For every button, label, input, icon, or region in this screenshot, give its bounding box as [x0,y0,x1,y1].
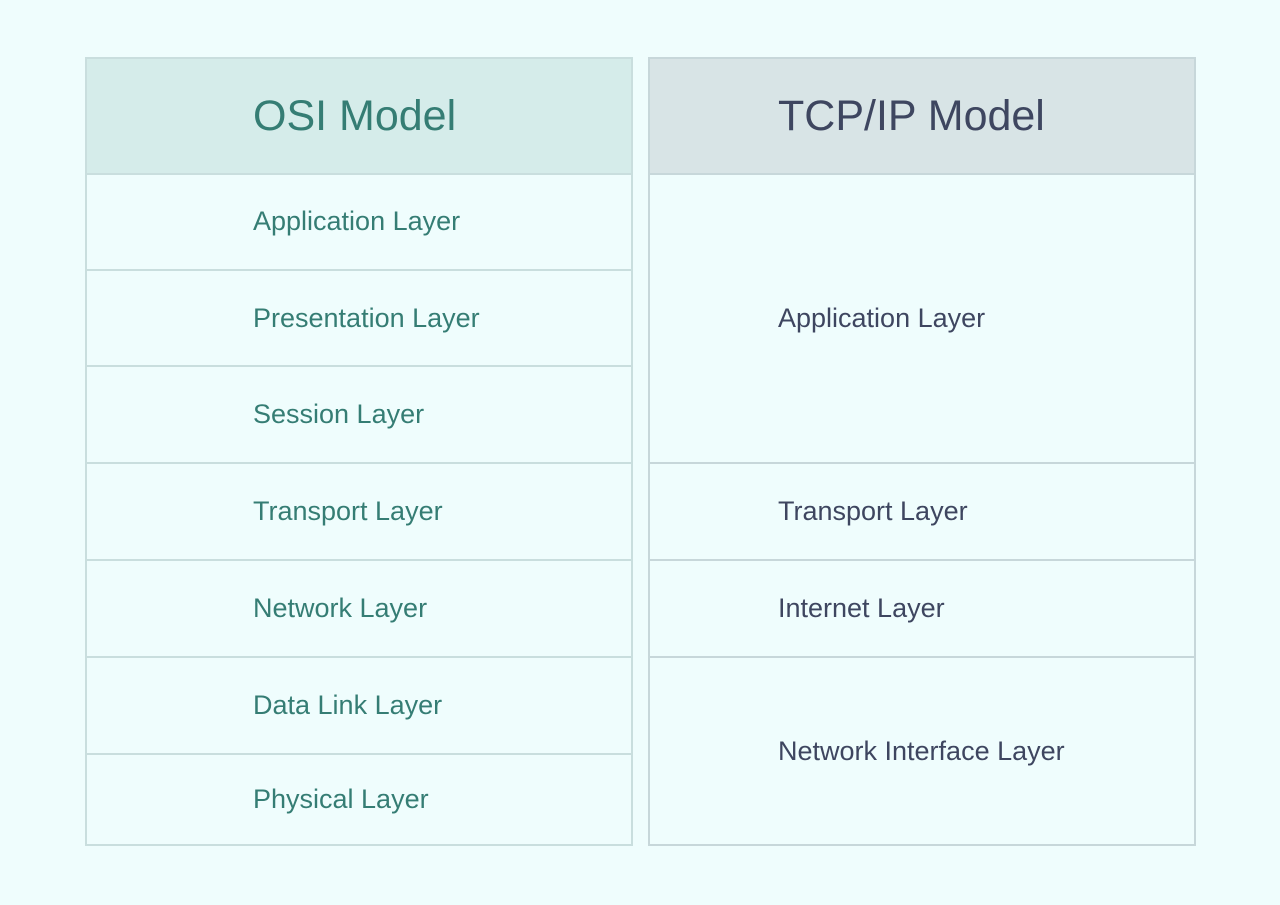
layer-label: Session Layer [253,399,425,429]
tcpip-model-header: TCP/IP Model [650,59,1194,175]
layer-label: Transport Layer [253,496,443,526]
osi-presentation-layer: Presentation Layer [87,271,631,367]
osi-network-layer: Network Layer [87,561,631,658]
osi-model-title: OSI Model [253,91,457,140]
tcpip-model-column: TCP/IP Model Application Layer Transport… [648,57,1196,846]
layer-label: Transport Layer [778,496,968,526]
osi-application-layer: Application Layer [87,174,631,271]
tcpip-network-interface-layer: Network Interface Layer [650,658,1194,844]
osi-session-layer: Session Layer [87,367,631,464]
layer-label: Presentation Layer [253,302,480,333]
tcpip-application-layer: Application Layer [650,174,1194,464]
layer-label: Data Link Layer [253,690,443,720]
osi-model-column: OSI Model Application Layer Presentation… [85,57,633,846]
tcpip-transport-layer: Transport Layer [650,464,1194,561]
tcpip-internet-layer: Internet Layer [650,561,1194,658]
tcpip-model-title: TCP/IP Model [778,91,1045,140]
layer-label: Internet Layer [778,593,945,623]
layer-label: Physical Layer [253,784,429,814]
layer-label: Network Layer [253,593,428,623]
osi-data-link-layer: Data Link Layer [87,658,631,755]
osi-physical-layer: Physical Layer [87,755,631,844]
layer-label: Network Interface Layer [778,735,1065,766]
osi-model-header: OSI Model [87,59,631,175]
layer-label: Application Layer [778,302,986,333]
osi-transport-layer: Transport Layer [87,464,631,561]
layer-label: Application Layer [253,206,461,236]
